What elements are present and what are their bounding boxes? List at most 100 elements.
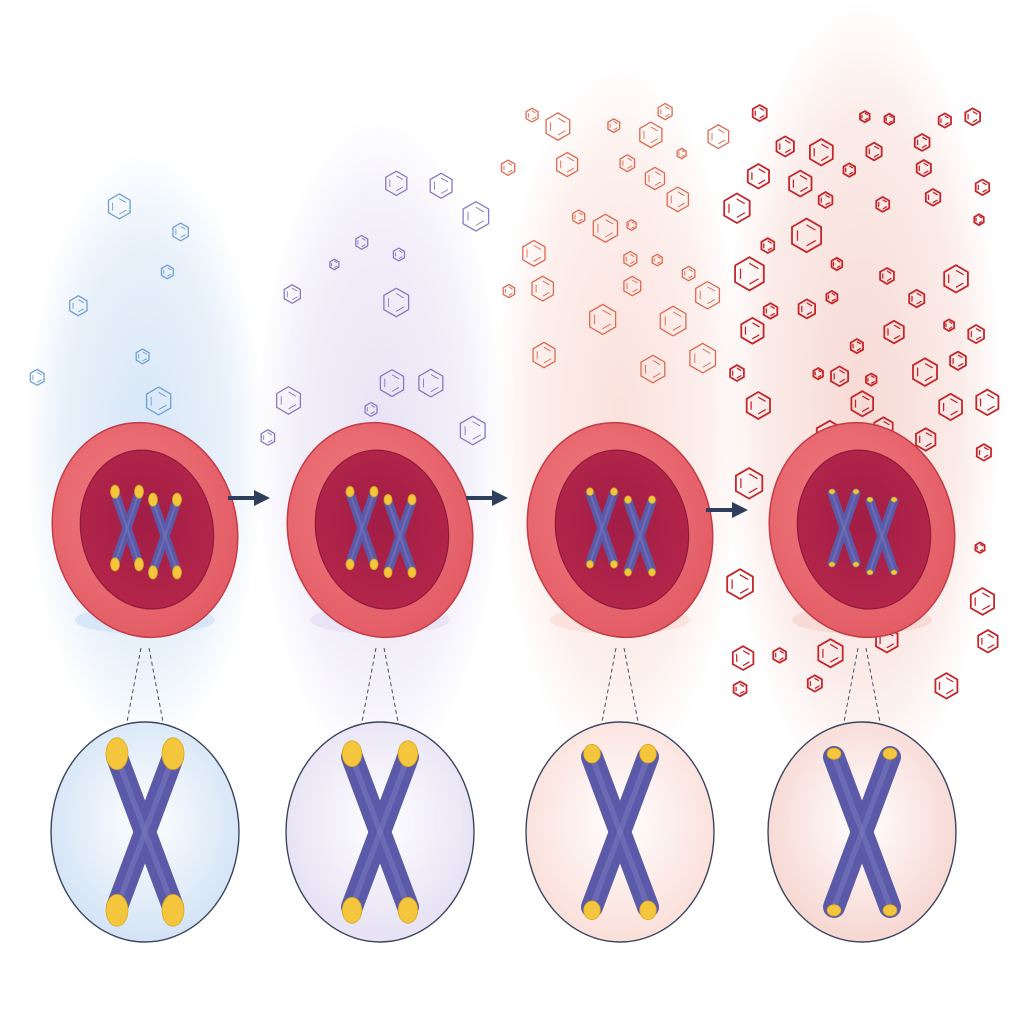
telomere-cap — [369, 558, 379, 571]
telomere-cap — [383, 493, 393, 506]
benzene-molecule-icon — [626, 219, 637, 232]
benzene-molecule-icon — [943, 264, 969, 294]
benzene-molecule-icon — [502, 283, 516, 299]
benzene-molecule-icon — [875, 195, 891, 213]
chromosome — [827, 488, 861, 568]
telomere-cap — [383, 566, 393, 579]
benzene-molecule-icon — [949, 350, 967, 371]
benzene-molecule-icon — [623, 275, 642, 297]
benzene-molecule-icon — [107, 193, 131, 220]
benzene-molecule-icon — [865, 141, 883, 162]
benzene-molecule-icon — [830, 365, 849, 388]
telomere-cap — [148, 565, 158, 580]
benzene-molecule-icon — [797, 298, 816, 320]
benzene-molecule-icon — [865, 372, 878, 387]
telomere-cap — [826, 747, 842, 760]
telomere-cap — [890, 496, 898, 503]
benzene-molecule-icon — [329, 258, 340, 271]
benzene-molecule-icon — [619, 154, 636, 173]
benzene-molecule-icon — [462, 200, 490, 232]
benzene-molecule-icon — [772, 646, 787, 664]
benzene-molecule-icon — [666, 186, 690, 213]
benzene-molecule-icon — [726, 568, 754, 600]
benzene-molecule-icon — [934, 672, 959, 700]
benzene-molecule-icon — [640, 354, 666, 384]
telomere-cap — [345, 558, 355, 571]
telomere-cap — [826, 904, 842, 917]
benzene-molecule-icon — [908, 288, 926, 309]
telomere-cap — [852, 488, 860, 495]
telomere-cap — [610, 560, 618, 569]
benzene-molecule-icon — [260, 429, 276, 447]
benzene-molecule-icon — [937, 112, 952, 129]
benzene-molecule-icon — [532, 341, 556, 369]
telomere-cap — [172, 565, 182, 580]
benzene-molecule-icon — [791, 217, 822, 254]
telomere-cap — [407, 493, 417, 506]
telomere-cap — [828, 488, 836, 495]
telomere-cap — [105, 893, 129, 927]
zoom-line — [601, 647, 617, 723]
telomere-cap — [624, 568, 632, 577]
benzene-molecule-icon — [676, 147, 687, 160]
benzene-molecule-icon — [788, 169, 813, 198]
benzene-molecule-icon — [707, 124, 730, 150]
telomere-cap — [586, 487, 594, 496]
telomere-cap — [161, 737, 185, 771]
telomere-cap — [407, 566, 417, 579]
benzene-molecule-icon — [459, 415, 486, 446]
benzene-molecule-icon — [924, 187, 942, 207]
chromosome — [148, 492, 182, 580]
benzene-molecule-icon — [500, 159, 516, 177]
benzene-molecule-icon — [735, 467, 764, 500]
benzene-molecule-icon — [731, 645, 755, 672]
benzene-molecule-icon — [775, 135, 795, 158]
benzene-molecule-icon — [760, 237, 776, 255]
telomere-cap — [828, 561, 836, 568]
chromosome-inset — [50, 721, 240, 943]
telomere-cap — [639, 744, 657, 764]
benzene-molecule-icon — [973, 213, 985, 227]
benzene-molecule-icon — [160, 264, 174, 280]
benzene-molecule-icon — [975, 443, 992, 462]
benzene-molecule-icon — [913, 132, 931, 152]
benzene-molecule-icon — [806, 674, 823, 693]
stage-4 — [722, 0, 1002, 943]
benzene-molecule-icon — [607, 118, 621, 134]
telomere-cap — [866, 569, 874, 576]
benzene-molecule-icon — [977, 629, 999, 654]
benzene-molecule-icon — [383, 287, 410, 318]
benzene-molecule-icon — [69, 295, 88, 317]
benzene-molecule-icon — [729, 364, 745, 383]
stage-2 — [255, 115, 505, 943]
telomere-cap — [882, 747, 898, 760]
telomere-cap — [134, 557, 144, 572]
telomere-cap — [369, 485, 379, 498]
zoom-line — [865, 647, 881, 723]
benzene-molecule-icon — [830, 256, 844, 272]
benzene-molecule-icon — [522, 239, 546, 267]
benzene-molecule-icon — [734, 256, 765, 292]
benzene-molecule-icon — [745, 390, 771, 420]
benzene-molecule-icon — [644, 166, 666, 191]
chromosome-inset — [525, 721, 715, 943]
benzene-molecule-icon — [969, 586, 995, 616]
chromosome-inset — [285, 721, 475, 943]
benzene-molecule-icon — [531, 275, 555, 302]
benzene-molecule-icon — [29, 368, 45, 387]
telomere-cap — [882, 904, 898, 917]
red-blood-cell — [51, 421, 239, 639]
red-blood-cell — [526, 421, 714, 639]
telomere-cap — [586, 560, 594, 569]
benzene-molecule-icon — [355, 234, 369, 251]
telomere-cap — [105, 737, 129, 771]
chromosome-magnified — [341, 740, 419, 924]
benzene-molecule-icon — [545, 112, 571, 141]
benzene-molecule-icon — [974, 178, 991, 197]
telomere-cap — [583, 744, 601, 764]
benzene-molecule-icon — [974, 541, 986, 555]
red-blood-cell — [768, 421, 956, 639]
benzene-molecule-icon — [975, 388, 1000, 417]
